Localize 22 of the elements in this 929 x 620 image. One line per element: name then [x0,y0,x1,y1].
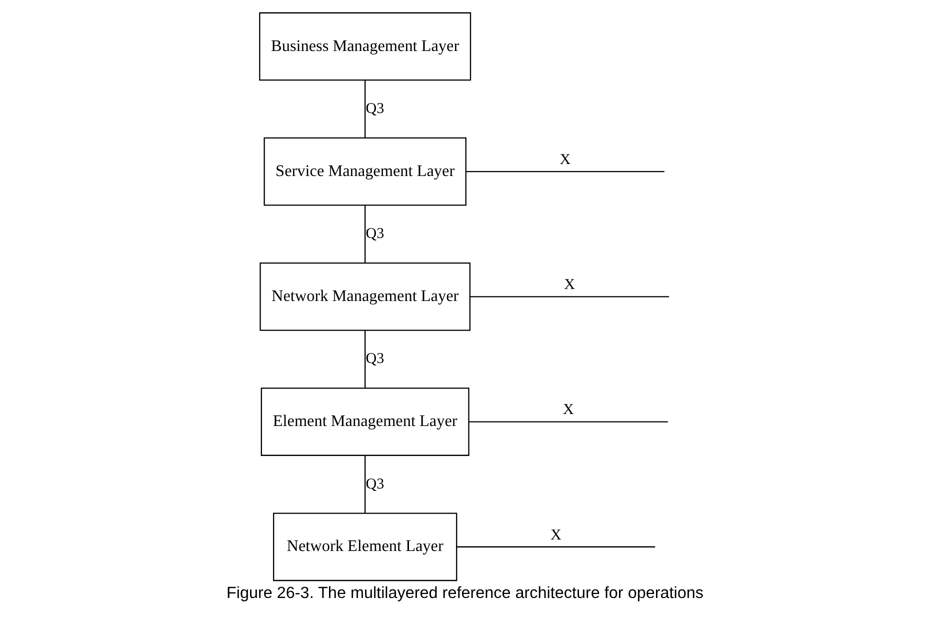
edge-label: Q3 [365,351,384,368]
edge-label: X [564,277,574,294]
node-box: Service Management Layer [263,137,466,206]
node-box: Network Element Layer [272,512,457,582]
connector [468,421,668,422]
connector [466,170,664,172]
connector [364,80,366,138]
connector [364,330,366,388]
edge-label: X [550,527,561,544]
edge-label: Q3 [365,100,384,117]
connector [364,205,366,263]
connector [469,296,669,298]
edge-label: X [562,402,574,418]
caption: Figure 26-3. The multilayered reference architecture for operations [226,584,704,602]
node-box: Element Management Layer [260,388,469,456]
connector [456,546,655,548]
edge-label: Q3 [365,476,384,492]
edge-label: Q3 [365,226,384,242]
connector [364,456,366,513]
node-box: Business Management Layer [258,12,471,81]
node-box: Network Management Layer [259,262,470,331]
edge-label: X [559,152,570,168]
